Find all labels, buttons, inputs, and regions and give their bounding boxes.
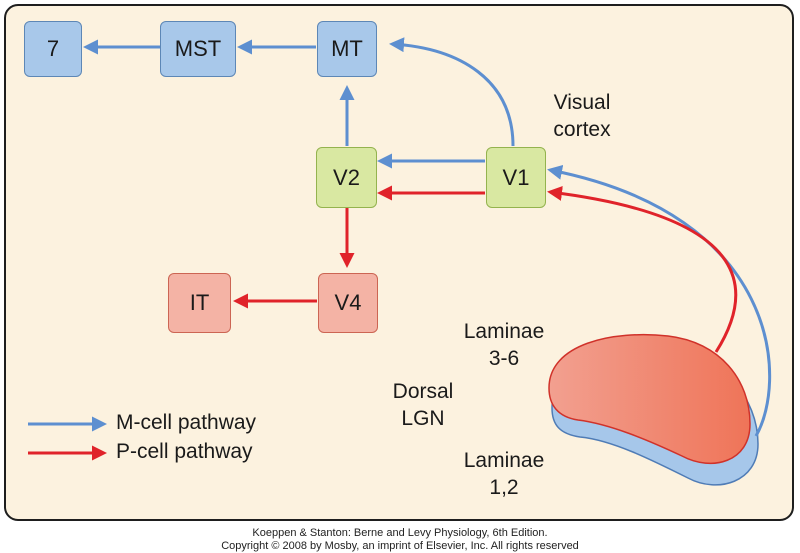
label-dorsal-lgn: Dorsal LGN xyxy=(370,378,476,432)
label-laminae-1-2-line2: 1,2 xyxy=(489,476,519,499)
m-arrow-v1-to-mt xyxy=(389,37,515,147)
node-mt: MT xyxy=(317,21,377,77)
credit-line-2: Copyright © 2008 by Mosby, an imprint of… xyxy=(221,540,579,552)
node-it: IT xyxy=(168,273,231,333)
label-laminae-1-2-line1: Laminae xyxy=(463,449,545,472)
label-dorsal-lgn-line1: Dorsal xyxy=(392,380,454,403)
p-arrow-lgn-to-v1 xyxy=(547,186,738,353)
label-laminae-3-6-line1: Laminae xyxy=(463,320,545,343)
node-v4: V4 xyxy=(318,273,378,333)
label-dorsal-lgn-line2: LGN xyxy=(401,407,445,430)
m-arrow-lgn-to-v1 xyxy=(547,164,772,437)
lgn-laminae-3-6-shape xyxy=(548,333,751,464)
label-visual-cortex: Visual cortex xyxy=(532,89,632,143)
credit-line-1: Koeppen & Stanton: Berne and Levy Physio… xyxy=(252,527,548,539)
node-v2: V2 xyxy=(316,147,377,208)
label-visual-cortex-line1: Visual xyxy=(553,91,611,114)
node-mst: MST xyxy=(160,21,236,77)
legend-p-cell-label: P-cell pathway xyxy=(116,440,253,463)
node-area-7: 7 xyxy=(24,21,82,77)
label-laminae-3-6-line2: 3-6 xyxy=(488,347,520,370)
label-laminae-3-6: Laminae 3-6 xyxy=(444,318,564,372)
label-visual-cortex-line2: cortex xyxy=(553,118,611,141)
legend-m-cell-label: M-cell pathway xyxy=(116,411,257,434)
label-laminae-1-2: Laminae 1,2 xyxy=(444,447,564,501)
node-v1: V1 xyxy=(486,147,546,208)
